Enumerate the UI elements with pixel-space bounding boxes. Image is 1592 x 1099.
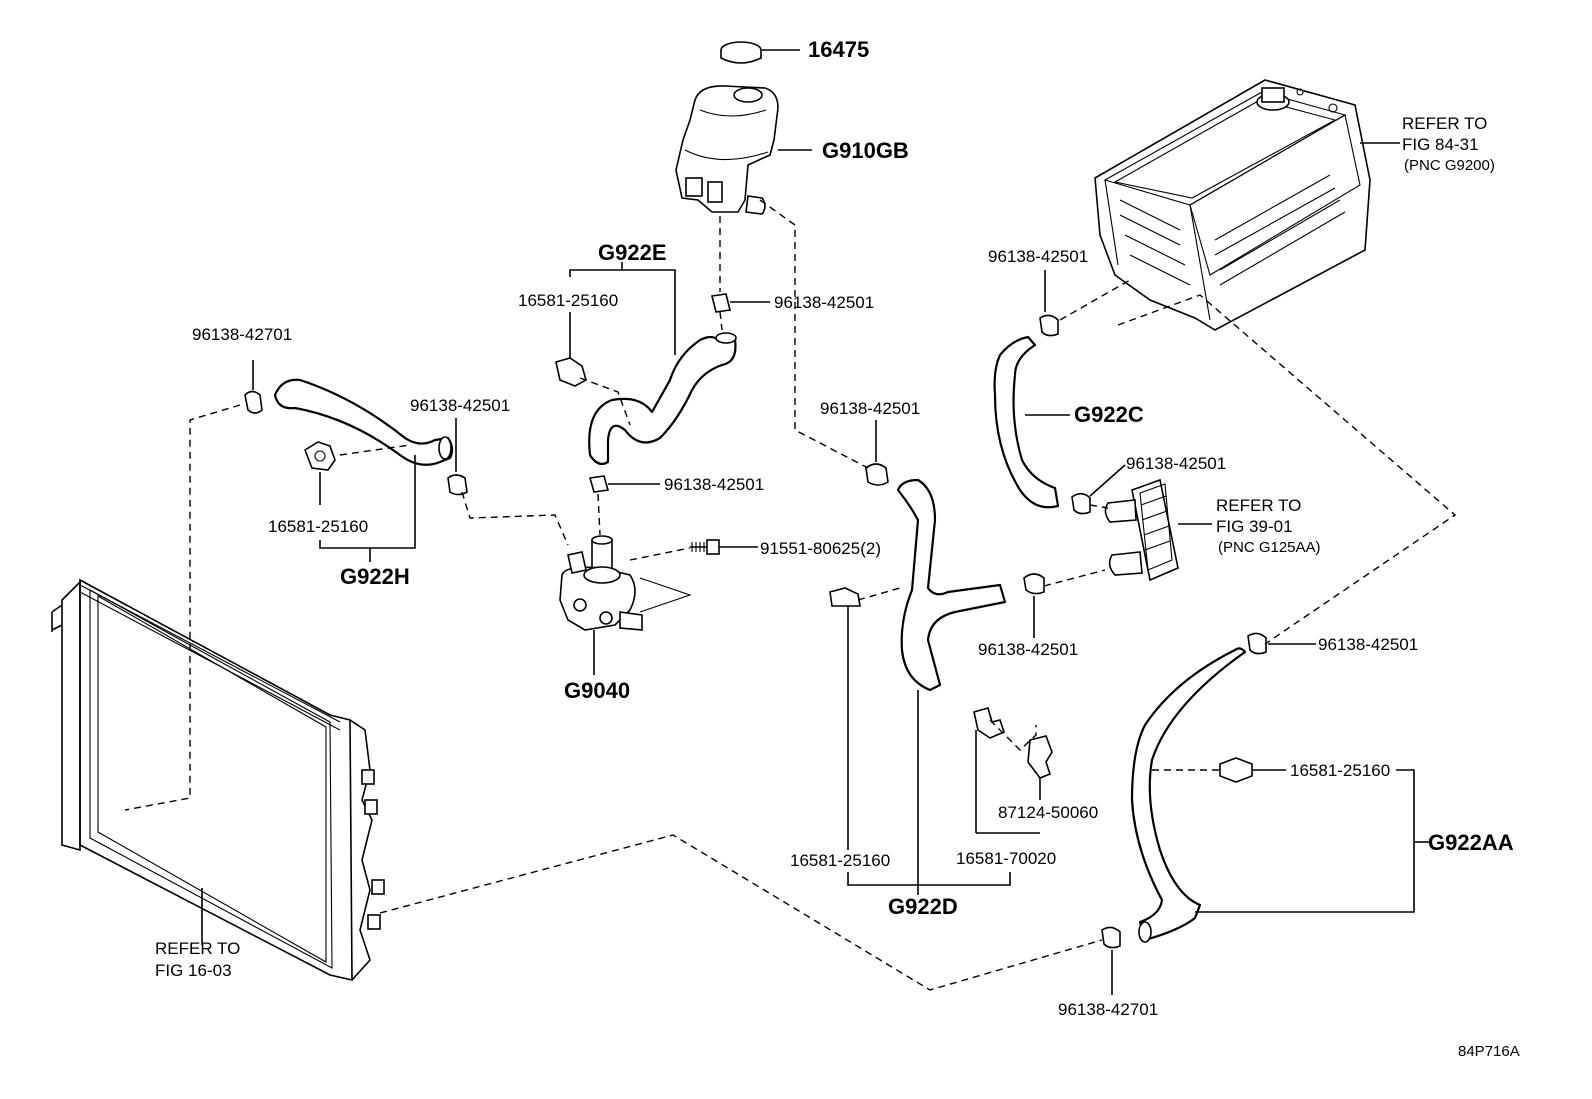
label-96138-42501-cooler-top: 96138-42501 (1126, 454, 1226, 473)
dashed-connection-lines (124, 199, 1457, 991)
inverter-assembly (1094, 79, 1400, 331)
ref-inverter-line2: FIG 84-31 (1402, 135, 1479, 154)
hose-g922e (588, 332, 737, 465)
label-96138-42501-left: 96138-42501 (410, 396, 510, 415)
label-g922d: G922D (888, 894, 958, 919)
reservoir-tank (675, 85, 812, 215)
radiator (51, 578, 385, 982)
water-pump (559, 535, 692, 675)
label-91551-80625: 91551-80625(2) (760, 539, 881, 558)
label-96138-42501-pump: 96138-42501 (664, 475, 764, 494)
label-g922e: G922E (598, 240, 667, 265)
label-96138-42701-left: 96138-42701 (192, 325, 292, 344)
label-87124-50060: 87124-50060 (998, 803, 1098, 822)
ref-inverter-line3: (PNC G9200) (1404, 157, 1495, 174)
label-16581-25160-h: 16581-25160 (268, 517, 368, 536)
label-96138-42501-tank: 96138-42501 (774, 293, 874, 312)
label-16581-25160-aa: 16581-25160 (1290, 761, 1390, 780)
ref-inverter-line1: REFER TO (1402, 114, 1487, 133)
label-g922h: G922H (340, 564, 410, 589)
ref-radiator-line1: REFER TO (155, 939, 240, 958)
label-96138-42501-cooler-bot: 96138-42501 (978, 640, 1078, 659)
label-16581-25160-d: 16581-25160 (790, 851, 890, 870)
label-g9040: G9040 (564, 678, 630, 703)
label-16581-25160-e: 16581-25160 (518, 291, 618, 310)
clamps (244, 270, 1316, 995)
label-16581-70020: 16581-70020 (956, 849, 1056, 868)
bolt-91551 (690, 539, 758, 555)
ref-radiator-line2: FIG 16-03 (155, 961, 232, 980)
leader-brackets (201, 262, 1430, 945)
label-96138-42501-inv: 96138-42501 (988, 247, 1088, 266)
label-g922aa: G922AA (1428, 830, 1514, 855)
label-96138-42701-bottom: 96138-42701 (1058, 1000, 1158, 1019)
reference-notes: REFER TO FIG 84-31 (PNC G9200) REFER TO … (155, 114, 1495, 980)
label-96138-42501-mid: 96138-42501 (820, 399, 920, 418)
oil-cooler (1104, 478, 1212, 582)
hose-g922c (993, 335, 1060, 509)
label-96138-42501-aa-top: 96138-42501 (1318, 635, 1418, 654)
ref-cooler-line2: FIG 39-01 (1216, 517, 1293, 536)
hose-g922h (273, 378, 454, 466)
part-labels: 16475 G910GB G922E 16581-25160 96138-425… (192, 37, 1514, 1019)
ref-cooler-line3: (PNC G125AA) (1218, 539, 1321, 556)
hose-g922d (896, 478, 1007, 692)
ref-cooler-line1: REFER TO (1216, 496, 1301, 515)
label-g922c: G922C (1074, 402, 1144, 427)
label-g910gb: G910GB (822, 138, 909, 163)
diagram-id: 84P716A (1458, 1043, 1520, 1060)
hose-g922aa (1130, 647, 1247, 943)
label-16475: 16475 (808, 37, 869, 62)
reservoir-cap (720, 41, 800, 64)
